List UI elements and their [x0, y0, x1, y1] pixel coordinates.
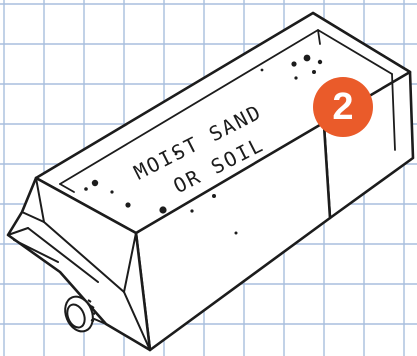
step-number-badge: 2: [313, 77, 373, 137]
